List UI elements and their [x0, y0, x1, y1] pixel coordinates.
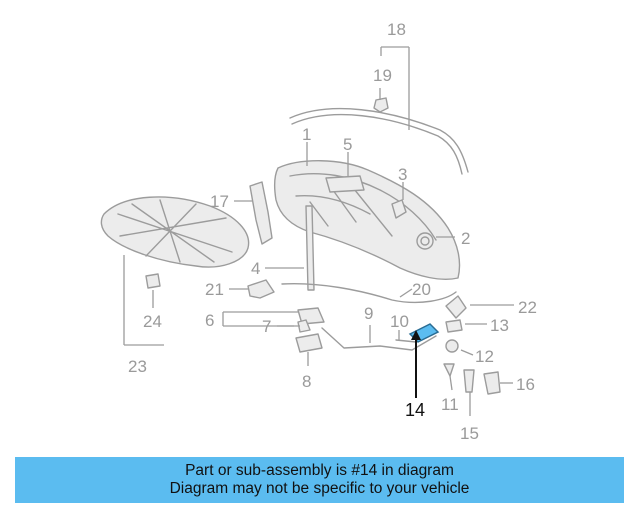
- callout-20: 20: [412, 280, 431, 299]
- callout-10: 10: [390, 312, 409, 331]
- callout-21: 21: [205, 280, 224, 299]
- caption-banner: Part or sub-assembly is #14 in diagram D…: [15, 457, 624, 503]
- callout-6: 6: [205, 311, 214, 330]
- callout-7: 7: [262, 317, 271, 336]
- callout-17: 17: [210, 192, 229, 211]
- callout-4: 4: [251, 259, 260, 278]
- caption-line-1: Part or sub-assembly is #14 in diagram: [185, 462, 454, 479]
- part-7-clip: [297, 319, 311, 333]
- part-19-clip: [373, 97, 389, 113]
- callout-15: 15: [460, 424, 479, 443]
- callout-19: 19: [373, 66, 392, 85]
- callout-23: 23: [128, 357, 147, 376]
- callout-22: 22: [518, 298, 537, 317]
- part-11-clip: [443, 363, 455, 377]
- part-3-bumper: [391, 199, 407, 219]
- callout-18: 18: [387, 20, 406, 39]
- caption-line-2: Diagram may not be specific to your vehi…: [169, 480, 470, 497]
- callout-13: 13: [490, 316, 509, 335]
- part-16-bumper: [483, 371, 501, 395]
- part-24-clip: [145, 273, 161, 289]
- part-17-hinge: [249, 181, 273, 245]
- part-2-cylinder: [416, 232, 434, 250]
- callout-9: 9: [364, 304, 373, 323]
- callout-11: 11: [441, 395, 459, 414]
- part-9-rod: [321, 327, 437, 351]
- callout-5: 5: [343, 135, 352, 154]
- part-18-weatherstrip: [289, 107, 469, 173]
- part-12-grommet: [445, 339, 459, 353]
- part-8-switch: [295, 333, 323, 353]
- part-4-strut: [305, 205, 315, 291]
- callout-16: 16: [516, 375, 535, 394]
- part-1-trunk-lid: [273, 160, 461, 280]
- part-15-pin: [463, 369, 475, 393]
- callout-14-highlighted: 14: [405, 400, 425, 420]
- callout-8: 8: [302, 372, 311, 391]
- callout-2: 2: [461, 229, 470, 248]
- part-21-bracket: [247, 279, 275, 299]
- part-13-bolt: [445, 319, 463, 333]
- callout-3: 3: [398, 165, 407, 184]
- part-20-cable: [281, 282, 457, 304]
- parts-diagram: 18 19 1 5 3 17 2 4 21 20 22 24 6 9 10 13…: [100, 20, 537, 443]
- callout-24: 24: [143, 312, 162, 331]
- callout-1: 1: [302, 125, 311, 144]
- part-22-striker: [445, 295, 467, 319]
- callout-12: 12: [475, 347, 494, 366]
- part-5-handle: [325, 175, 365, 193]
- part-23-insulator: [100, 196, 250, 268]
